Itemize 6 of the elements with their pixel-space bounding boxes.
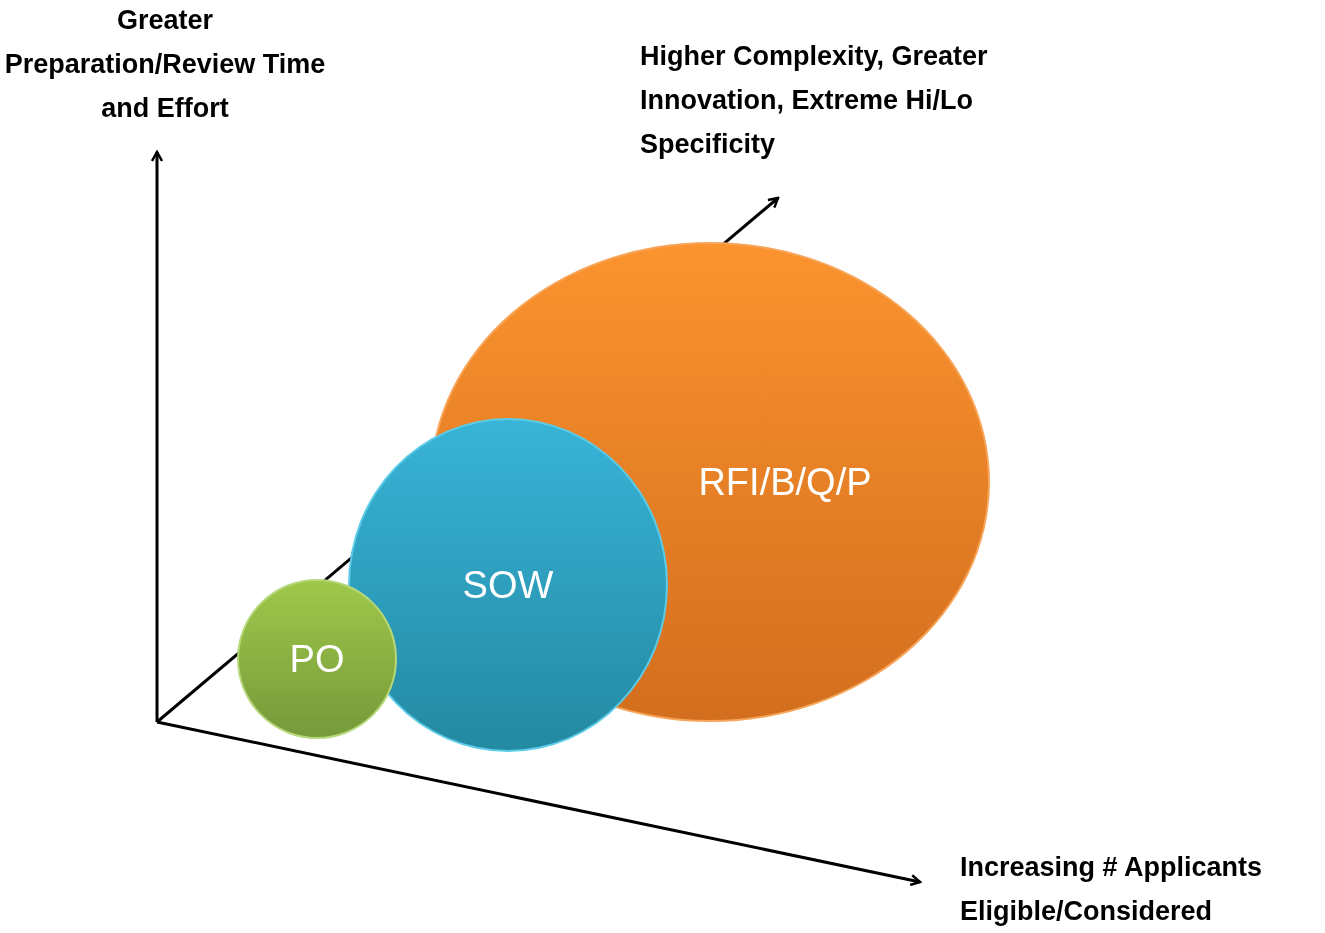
bubble-label: SOW bbox=[462, 563, 554, 607]
bubble-label: PO bbox=[289, 637, 345, 681]
axis-label: Higher Complexity, Greater Innovation, Extreme Hi/Lo Specificity bbox=[640, 40, 989, 161]
axis-label: Increasing # Applicants Eligible/Considered bbox=[960, 851, 1264, 928]
axis-label: Greater Preparation/Review Time and Effort bbox=[3, 4, 327, 125]
bubble-label: RFI/B/Q/P bbox=[698, 460, 872, 504]
